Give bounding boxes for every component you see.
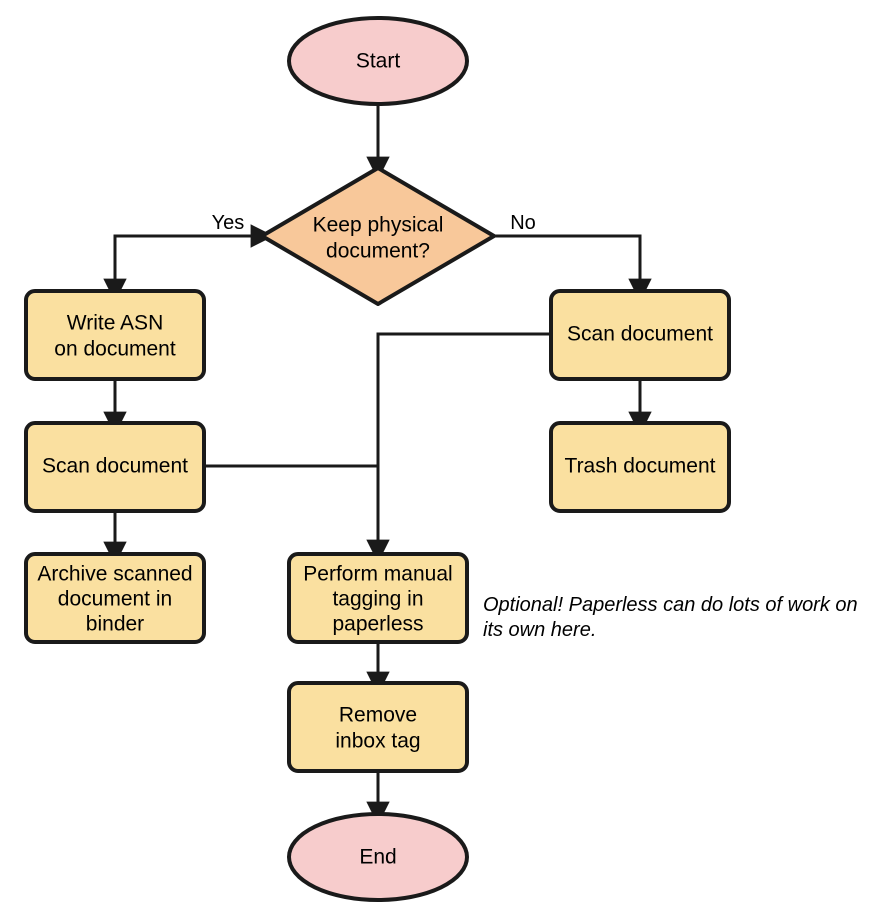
scan-right-box — [549, 289, 731, 381]
edge-label-yes: Yes — [212, 212, 245, 234]
end-ellipse — [287, 812, 469, 902]
tagging-label-line1: Perform manual — [303, 563, 452, 586]
edge-decision-yes-to-write-asn — [103, 234, 262, 303]
scan-left-box — [24, 421, 206, 513]
archive-box — [24, 552, 206, 644]
end-label: End — [359, 846, 396, 869]
remove-inbox-label-line1: Remove — [339, 704, 417, 727]
node-trash-document[interactable]: Trash document — [549, 421, 731, 513]
archive-label-line3: binder — [86, 613, 144, 636]
tagging-box — [287, 552, 469, 644]
trash-box — [549, 421, 731, 513]
edge-scan-right-to-tagging — [366, 332, 551, 564]
node-decision-keep-physical-document[interactable]: Keep physical document? — [260, 166, 496, 306]
node-start[interactable]: Start — [287, 16, 469, 106]
archive-label-line2: document in — [58, 588, 172, 611]
start-label: Start — [356, 50, 401, 73]
edge-decision-no-to-scan-right — [494, 234, 652, 303]
archive-label-line1: Archive scanned — [37, 563, 192, 586]
node-remove-inbox-tag[interactable]: Remove inbox tag — [287, 681, 469, 773]
scan-right-label: Scan document — [567, 323, 713, 346]
decision-diamond — [260, 166, 496, 306]
node-scan-document-left[interactable]: Scan document — [24, 421, 206, 513]
node-archive-scanned-document[interactable]: Archive scanned document in binder — [24, 552, 206, 644]
node-perform-manual-tagging[interactable]: Perform manual tagging in paperless — [287, 552, 469, 644]
remove-inbox-label-line2: inbox tag — [335, 730, 420, 753]
node-write-asn-on-document[interactable]: Write ASN on document — [24, 289, 206, 381]
decision-label-line1: Keep physical — [313, 214, 444, 237]
trash-label: Trash document — [565, 455, 716, 478]
tagging-label-line3: paperless — [332, 613, 423, 636]
write-asn-label-line1: Write ASN — [67, 312, 163, 335]
start-ellipse — [287, 16, 469, 106]
node-scan-document-right[interactable]: Scan document — [549, 289, 731, 381]
scan-left-label: Scan document — [42, 455, 188, 478]
remove-inbox-box — [287, 681, 469, 773]
annotation-optional-note: Optional! Paperless can do lots of work … — [483, 594, 858, 641]
node-end[interactable]: End — [287, 812, 469, 902]
edge-label-no: No — [510, 212, 536, 234]
write-asn-label-line2: on document — [54, 338, 176, 361]
optional-note-line2: its own here. — [483, 619, 596, 641]
tagging-label-line2: tagging in — [332, 588, 423, 611]
optional-note-line1: Optional! Paperless can do lots of work … — [483, 594, 858, 616]
decision-label-line2: document? — [326, 240, 430, 263]
write-asn-box — [24, 289, 206, 381]
